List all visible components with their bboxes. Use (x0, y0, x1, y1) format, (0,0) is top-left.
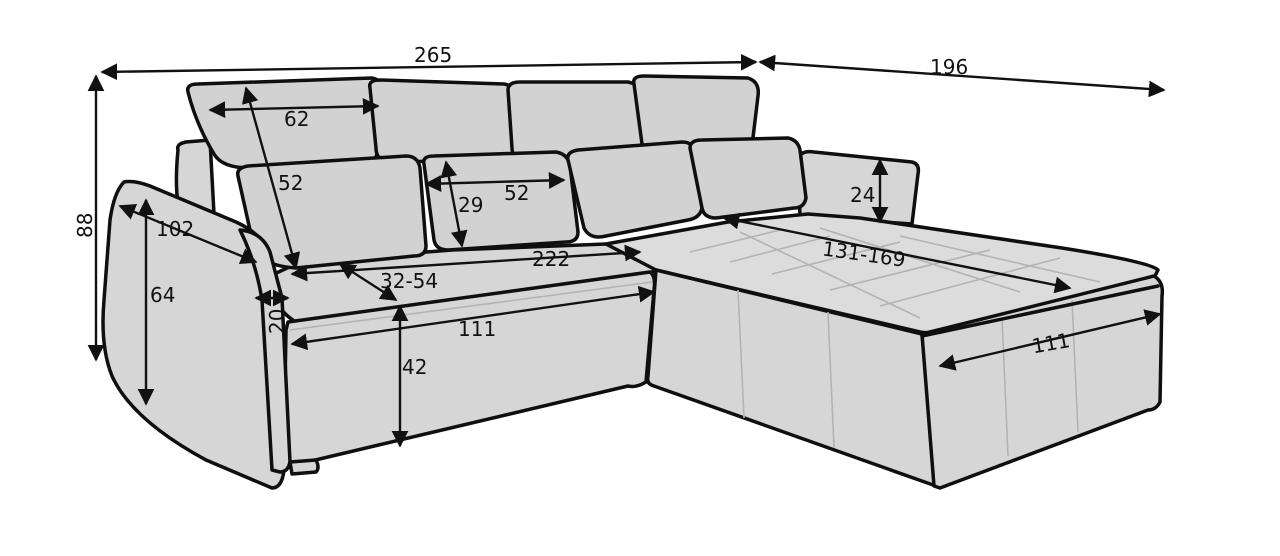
label-arm-width: 20 (265, 309, 289, 334)
dim-chaise-depth-line (758, 54, 1166, 98)
label-seat-front-width: 111 (458, 317, 496, 341)
label-back-cushion-height: 52 (278, 171, 303, 195)
label-total-height: 88 (73, 213, 97, 238)
label-seat-depth: 32-54 (380, 269, 438, 293)
dim-chaise-width-line (938, 309, 1162, 371)
label-throw-pillow-height: 29 (458, 193, 483, 217)
dim-throw-pillow-width-line (424, 172, 566, 192)
label-total-width: 265 (414, 43, 452, 67)
label-chaise-depth: 196 (930, 55, 968, 79)
chaise-side-seam (827, 311, 835, 449)
label-chaise-arm-height: 24 (850, 183, 875, 207)
dimension-lines (87, 53, 1166, 448)
label-seat-width: 222 (532, 247, 570, 271)
sofa-illustration (101, 74, 1165, 490)
chaise-side-face (645, 268, 938, 488)
dim-back-cushion-height-line (241, 86, 301, 270)
throw-pillow-3 (565, 140, 704, 239)
dim-seat-width-line (290, 244, 642, 282)
dim-chaise-length-line (722, 212, 1072, 294)
label-back-cushion-width: 62 (284, 107, 309, 131)
dim-seat-front-width-line (290, 285, 656, 351)
left-arm-foot (288, 458, 320, 476)
label-arm-height: 64 (150, 283, 175, 307)
throw-pillow-4 (688, 136, 808, 220)
back-cushion-2 (367, 78, 520, 164)
chaise-side-seam (737, 289, 745, 419)
label-throw-pillow-width: 52 (504, 181, 529, 205)
label-arm-depth: 102 (156, 217, 194, 241)
label-seat-height: 42 (402, 355, 427, 379)
dim-total-width-line (100, 53, 758, 81)
